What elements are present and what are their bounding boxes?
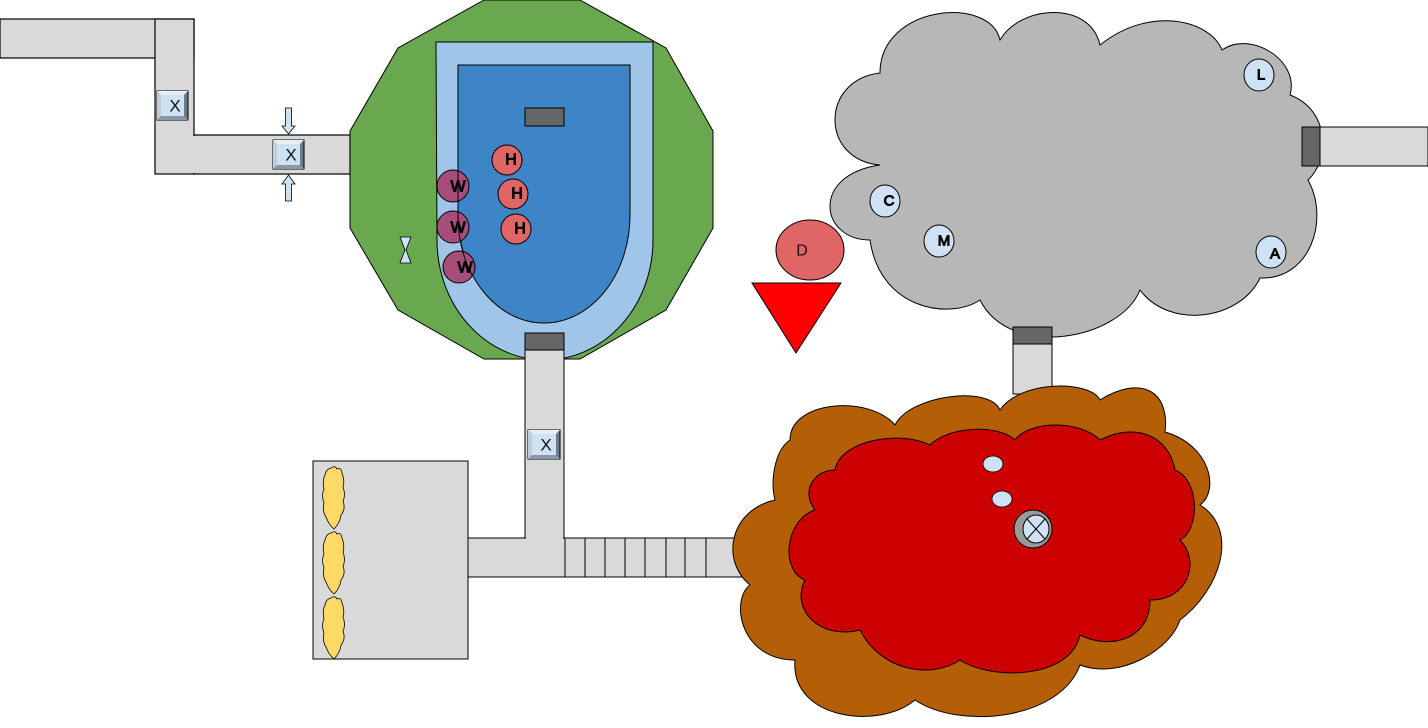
light-marker[interactable] — [982, 455, 1004, 473]
red-cloud-markers — [982, 455, 1053, 549]
shutoff-valve-icon[interactable] — [1013, 509, 1053, 549]
svg-text:L: L — [1257, 67, 1265, 84]
light-marker[interactable] — [991, 490, 1013, 508]
east-corridor — [1319, 126, 1428, 167]
valve-label: X — [169, 97, 180, 116]
red-cloud-zone — [788, 424, 1195, 674]
w-markers: W W W — [436, 169, 476, 284]
svg-text:A: A — [1270, 246, 1280, 263]
svg-text:H: H — [514, 221, 526, 238]
stairs — [564, 538, 707, 577]
svg-text:H: H — [511, 186, 523, 203]
d-marker[interactable]: D — [775, 219, 845, 281]
hay-bales — [322, 466, 345, 660]
h-marker[interactable]: H — [500, 213, 532, 245]
valve-button[interactable]: X — [156, 90, 189, 121]
svg-text:H: H — [505, 152, 517, 169]
hourglass-icon — [399, 236, 412, 264]
pool-water — [457, 64, 631, 324]
hay-icon — [322, 466, 345, 530]
svg-text:W: W — [457, 260, 473, 277]
l-marker[interactable]: L — [1243, 58, 1275, 92]
grey-cloud-south-door[interactable] — [1012, 326, 1053, 345]
valve-button[interactable]: X — [527, 429, 561, 460]
warning-triangle-icon — [751, 282, 842, 354]
h-marker[interactable]: H — [497, 178, 529, 210]
m-marker[interactable]: M — [923, 224, 955, 258]
hay-icon — [322, 596, 345, 660]
c-marker[interactable]: C — [869, 184, 901, 218]
pool-drain — [524, 107, 565, 127]
svg-text:D: D — [796, 243, 808, 260]
valve-button[interactable]: X — [272, 139, 305, 170]
hay-icon — [322, 531, 345, 595]
svg-text:M: M — [938, 233, 951, 250]
valve-label: X — [285, 146, 296, 165]
corridor-segment-entry — [193, 134, 351, 175]
grey-cloud-room — [829, 12, 1324, 338]
h-markers: H H H — [491, 144, 532, 245]
a-marker[interactable]: A — [1255, 235, 1287, 269]
w-marker[interactable]: W — [436, 210, 470, 244]
w-marker[interactable]: W — [436, 169, 470, 203]
east-door[interactable] — [1301, 126, 1321, 167]
svg-text:C: C — [884, 193, 895, 210]
w-marker[interactable]: W — [442, 250, 476, 284]
grey-cloud-markers: L C M A — [869, 58, 1287, 269]
valve-label: X — [540, 436, 551, 455]
pool-door[interactable] — [524, 332, 565, 351]
h-marker[interactable]: H — [491, 144, 523, 176]
pressure-arrows-icon — [281, 107, 296, 202]
